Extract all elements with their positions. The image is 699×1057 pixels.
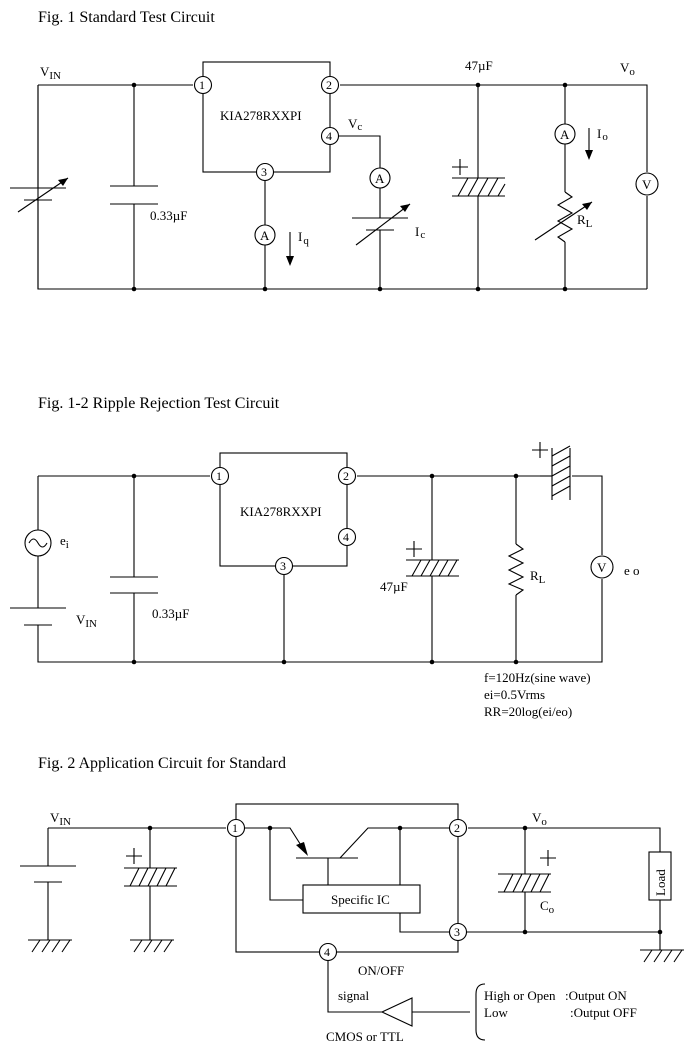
fig12-pin-2-label: 2	[343, 469, 349, 483]
fig1-rl-label: RL	[577, 212, 593, 230]
fig1-variable-supply	[10, 85, 69, 289]
fig12-pin-1	[210, 466, 230, 486]
fig12-input-capacitor	[110, 476, 158, 662]
fig12-title: Fig. 1-2 Ripple Rejection Test Circuit	[38, 395, 280, 412]
fig2-load-label: Load	[653, 869, 668, 896]
fig2-co-label: Co	[540, 898, 555, 916]
fig2-logic-label: CMOS or TTL	[326, 1029, 404, 1044]
fig1-load-resistor	[556, 191, 574, 243]
fig12-ripple-rejection-circuit: Fig. 1-2 Ripple Rejection Test Circuit e…	[10, 395, 640, 719]
fig2-regulator-block	[235, 803, 459, 953]
fig12-load-resistor	[507, 543, 525, 596]
fig1-voltmeter	[635, 172, 659, 196]
fig2-pin-4-label: 4	[324, 945, 330, 959]
fig12-rl-label: RL	[530, 568, 546, 586]
fig1-wire	[37, 85, 647, 290]
fig12-eo-label: e o	[624, 563, 640, 578]
fig1-ic-name: KIA278RXXPI	[220, 108, 302, 123]
fig1-ammeter-ic	[369, 167, 391, 189]
fig1-cap-in-label: 0.33µF	[150, 208, 187, 223]
fig1-control-supply	[352, 203, 411, 246]
fig1-pin-3-label: 3	[261, 165, 267, 179]
fig1-pin-2-label: 2	[326, 78, 332, 92]
fig12-output-capacitor	[406, 541, 459, 577]
fig2-pin-1-label: 1	[232, 821, 238, 835]
fig1-ammeter-io	[554, 123, 576, 145]
fig1-ammeter-iq-label: A	[260, 228, 270, 243]
fig12-note-frequency: f=120Hz(sine wave)	[484, 670, 591, 685]
fig12-voltmeter-label: V	[597, 560, 607, 575]
fig2-table-row-1-result: :Output OFF	[570, 1005, 637, 1020]
fig2-load	[648, 851, 672, 901]
fig2-ground-1	[28, 939, 72, 953]
fig1-voltmeter-label: V	[642, 177, 652, 192]
fig2-table-row-1-state: Low	[484, 1005, 508, 1020]
fig1-iq-label: Iq	[298, 229, 309, 247]
fig1-ic-current-label: Ic	[415, 224, 425, 241]
fig2-specific-ic-label: Specific IC	[331, 892, 390, 907]
fig2-transistor-arrow	[296, 842, 308, 856]
fig12-pin-4-label: 4	[343, 530, 349, 544]
fig12-cap-in-label: 0.33µF	[152, 606, 189, 621]
fig2-vo-label: Vo	[532, 810, 547, 828]
fig1-input-capacitor	[110, 85, 158, 289]
fig2-ground-3	[640, 949, 684, 963]
fig12-note-ei: ei=0.5Vrms	[484, 687, 545, 702]
fig1-ammeter-ic-label: A	[375, 171, 385, 186]
fig2-onoff-label: ON/OFF	[358, 963, 404, 978]
fig2-buffer-gate	[380, 997, 413, 1027]
fig1-ammeter-iq	[254, 224, 276, 246]
fig1-standard-test-circuit: Fig. 1 Standard Test Circuit 0.33µF KIA2…	[10, 9, 659, 292]
fig2-pin-3-label: 3	[454, 925, 460, 939]
fig1-wire	[340, 84, 648, 172]
fig1-ammeter-io-label: A	[560, 127, 570, 142]
fig2-pin-2-label: 2	[454, 821, 460, 835]
fig12-pin-4	[337, 527, 357, 547]
fig2-input-capacitor	[124, 828, 177, 940]
fig1-vc-label: Vc	[348, 116, 362, 133]
fig12-cap-out-label: 47µF	[380, 579, 408, 594]
fig1-cap-out-label: 47µF	[465, 58, 493, 73]
fig12-pin-1-label: 1	[216, 469, 222, 483]
fig1-title: Fig. 1 Standard Test Circuit	[38, 9, 215, 26]
fig12-ei-label: ei	[60, 533, 69, 551]
fig12-pin-2	[337, 466, 357, 486]
fig1-vin-label: VIN	[40, 64, 61, 82]
fig1-pin-1	[193, 75, 213, 95]
fig2-table-row-0-result: :Output ON	[565, 988, 627, 1003]
fig2-signal-label: signal	[338, 988, 369, 1003]
fig2-bracket	[475, 983, 486, 1041]
fig2-title: Fig. 2 Application Circuit for Standard	[38, 755, 286, 772]
fig12-vin-label: VIN	[76, 612, 97, 630]
fig12-vin-supply	[10, 607, 66, 626]
fig1-output-capacitor	[452, 159, 506, 197]
fig2-application-circuit: Fig. 2 Application Circuit for Standard …	[20, 755, 684, 1044]
fig1-io-label: Io	[597, 126, 608, 143]
fig2-output-capacitor	[498, 828, 556, 932]
fig2-table-row-0-state: High or Open	[484, 988, 556, 1003]
fig2-specific-ic	[302, 884, 421, 914]
fig2-ground-2	[130, 939, 174, 953]
fig12-voltmeter	[590, 555, 614, 579]
fig12-ic-name: KIA278RXXPI	[240, 504, 322, 519]
fig2-vin-label: VIN	[50, 810, 71, 828]
fig1-pin-4-label: 4	[326, 129, 332, 143]
fig12-coupling-capacitor	[532, 442, 571, 500]
fig12-pin-3-label: 3	[280, 559, 286, 573]
fig2-vin-supply	[20, 828, 76, 940]
fig1-pin-1-label: 1	[199, 78, 205, 92]
fig1-pin-2	[320, 75, 340, 95]
fig12-note-rr: RR=20log(ei/eo)	[484, 704, 572, 719]
fig1-vo-label: Vo	[620, 60, 635, 78]
